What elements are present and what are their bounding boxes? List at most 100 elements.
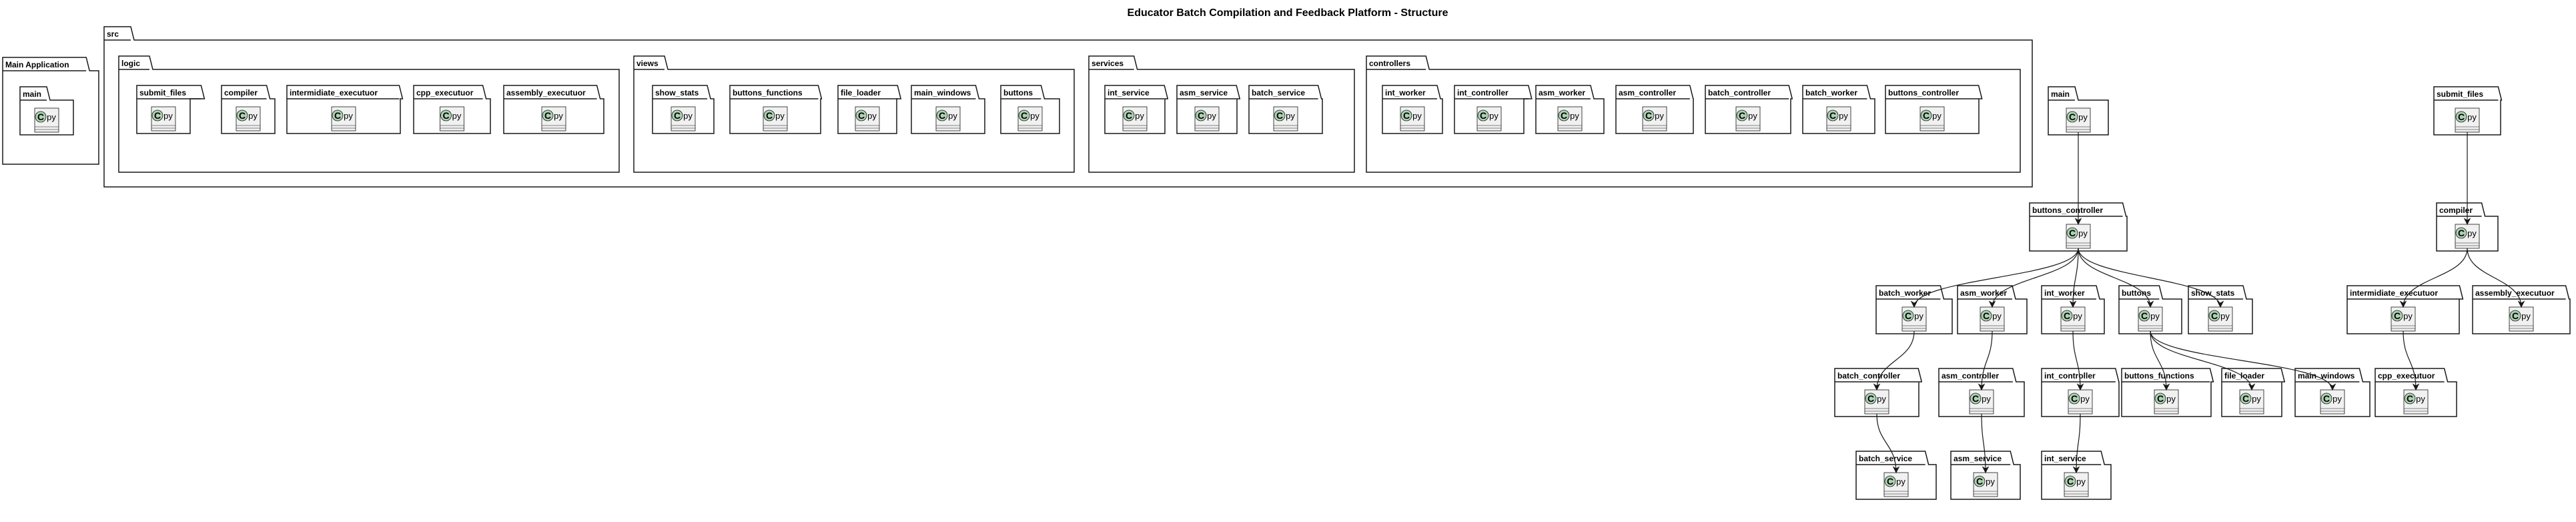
package-label: buttons_controller [2032,206,2103,215]
class-stereotype-letter: C [1983,310,1990,321]
class-name: py [948,111,957,121]
class-stereotype-letter: C [2211,310,2218,321]
class-stereotype-letter: C [154,110,161,121]
class-stereotype-letter: C [1739,110,1745,121]
package-label: intermidiate_executuor [290,88,378,97]
class-name: py [2076,477,2086,487]
package-label: int_service [1108,88,1150,97]
dependency-arrow-buttons-controller-to-int-worker [2069,248,2079,308]
package-label: logic [121,59,140,68]
class-name: py [2467,228,2477,238]
class-stereotype-letter: C [1561,110,1567,121]
class-stereotype-icon [2068,393,2080,405]
class-stereotype-icon [440,109,452,121]
class-name: py [2078,112,2088,122]
class-name: py [163,111,173,121]
class-name: py [1914,311,1923,321]
class-stereotype-icon [1195,109,1207,121]
package-label: asm_controller [1619,88,1676,97]
class-stereotype-letter: C [858,110,865,121]
dependency-arrow-buttons-to-buttons-functions [2150,330,2170,391]
class-stereotype-icon [2064,475,2076,487]
package-label: asm_service [1954,454,2002,463]
class-stereotype-letter: C [1972,393,1979,404]
package-label: file_loader [2224,371,2264,380]
package-label: batch_worker [1805,88,1857,97]
package-label: intermidiate_executuor [2350,288,2438,298]
class-stereotype-icon [1980,310,1992,322]
package-label: controllers [1369,59,1410,68]
class-stereotype-letter: C [1829,110,1836,121]
class-name: py [683,111,693,121]
class-stereotype-letter: C [1867,393,1874,404]
class-stereotype-letter: C [1276,110,1283,121]
dependency-arrow-buttons-controller-to-batch-worker [1910,248,2079,308]
class-stereotype-icon [1970,393,1982,405]
package-label: batch_controller [1837,371,1900,380]
class-name: py [1135,111,1144,121]
package-label: main_windows [914,88,971,97]
class-stereotype-icon [332,109,344,121]
class-stereotype-letter: C [1923,110,1929,121]
package-label: main [2051,89,2070,99]
dependency-arrow-compiler-to-assembly-executuor [2467,248,2525,308]
class-name: py [1839,111,1848,121]
class-stereotype-letter: C [939,110,945,121]
class-stereotype-letter: C [1480,110,1486,121]
dependency-arrow-intermidiate-executuor-to-cpp-executuor [2403,330,2420,391]
package-label: batch_service [1252,88,1305,97]
class-name: py [452,111,462,121]
package-label: assembly_executuor [2475,288,2555,298]
class-name: py [1932,111,1942,121]
class-stereotype-letter: C [1021,110,1027,121]
class-name: py [2332,394,2342,404]
class-name: py [2073,311,2082,321]
class-name: py [1412,111,1422,121]
dependency-arrow-int-worker-to-int-controller [2072,330,2084,391]
class-stereotype-letter: C [1976,476,1983,487]
class-stereotype-letter: C [674,110,681,121]
class-stereotype-icon [855,109,867,121]
class-name: py [2252,394,2261,404]
class-stereotype-icon [1477,109,1489,121]
package-label: int_worker [2044,288,2085,298]
class-stereotype-icon [2404,393,2416,405]
package-label: int_controller [2044,371,2096,380]
class-stereotype-icon [2455,227,2467,239]
class-stereotype-icon [1865,393,1877,405]
class-stereotype-icon [1018,109,1030,121]
class-stereotype-letter: C [334,110,341,121]
package-label: submit_files [139,88,186,97]
dependency-arrow-batch-controller-to-batch-service [1876,413,1900,474]
class-name: py [2521,311,2531,321]
dependency-arrow-buttons-controller-to-buttons [2078,248,2154,308]
package-label: src [107,29,119,39]
class-name: py [2150,311,2160,321]
class-stereotype-letter: C [2069,228,2076,238]
package-label: submit_files [2437,89,2483,99]
class-name: py [2403,311,2413,321]
class-name: py [867,111,877,121]
class-stereotype-letter: C [2157,393,2164,404]
package-label: file_loader [841,88,881,97]
package-label: buttons_functions [733,88,803,97]
class-stereotype-icon [2138,310,2150,322]
package-label: asm_worker [1539,88,1585,97]
class-stereotype-icon [1827,109,1839,121]
class-stereotype-letter: C [544,110,551,121]
package-label: batch_service [1859,454,1912,463]
